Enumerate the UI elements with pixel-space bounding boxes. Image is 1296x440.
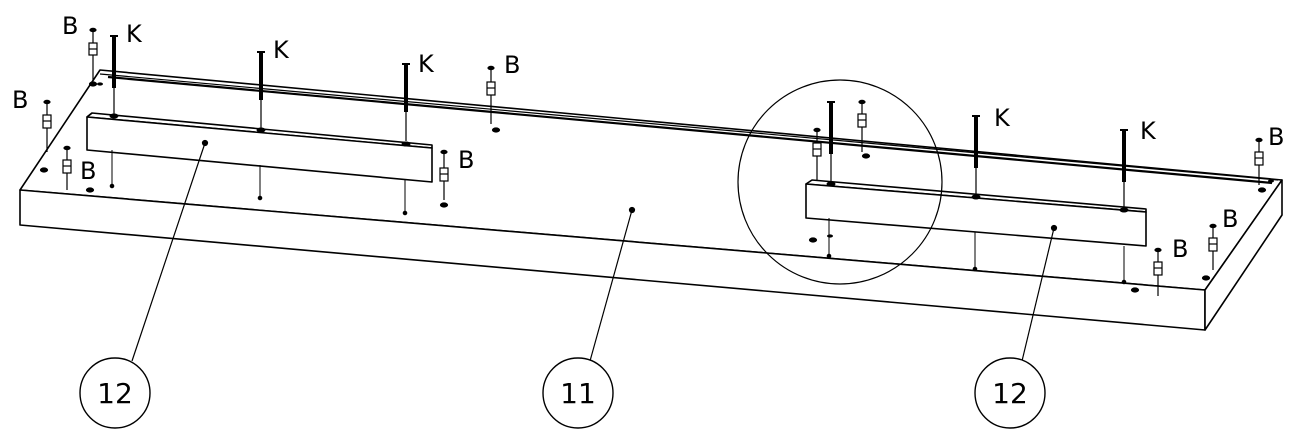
tabletop-right-face [1204,179,1283,331]
callout-right-rail: 12 [974,357,1046,429]
b-bolt [857,99,871,159]
b-bolt [1130,247,1163,296]
b-bolt [1201,223,1218,281]
leader-lines [131,139,1058,362]
b-bolt [62,145,95,193]
callout-left-rail: 12 [79,357,151,429]
k-screws [109,35,1129,213]
fastener-letter-labels: B K K K B B B B K K B B B [12,12,1284,263]
part-number-tabletop: 11 [560,377,596,410]
b-bolt [88,27,98,87]
bolt-label: B [1222,205,1238,233]
k-screw [826,101,836,187]
k-screw [109,35,119,119]
b-bolts [39,27,1267,296]
b-bolt [39,99,52,173]
callout-tabletop: 11 [542,357,614,429]
k-screw [971,115,981,200]
screw-label: K [418,50,435,78]
k-screw [1119,129,1129,213]
b-bolt [439,149,449,208]
hole-marks [97,82,1274,238]
left-rail-front-face [86,116,433,183]
b-bolt [808,127,822,243]
tabletop-panel [19,69,1283,331]
bolt-label: B [458,146,474,174]
b-bolt [486,65,501,133]
b-bolt [1254,137,1267,193]
part-number-left-rail: 12 [97,377,133,410]
bolt-label: B [1268,123,1284,151]
detail-magnifier-circle [737,79,943,285]
screw-label: K [126,20,143,48]
bolt-label: B [504,51,520,79]
tabletop-back-groove [99,73,1279,185]
k-screw [401,63,411,147]
bolt-label: B [80,157,96,185]
bolt-label: B [62,12,78,40]
bolt-label: B [12,86,28,114]
screw-label: K [273,36,290,64]
bolt-label: B [1172,235,1188,263]
part-number-right-rail: 12 [992,377,1028,410]
right-rail-front-face [805,183,1147,247]
k-screw [256,51,266,133]
screw-label: K [994,104,1011,132]
screw-label: K [1140,117,1157,145]
